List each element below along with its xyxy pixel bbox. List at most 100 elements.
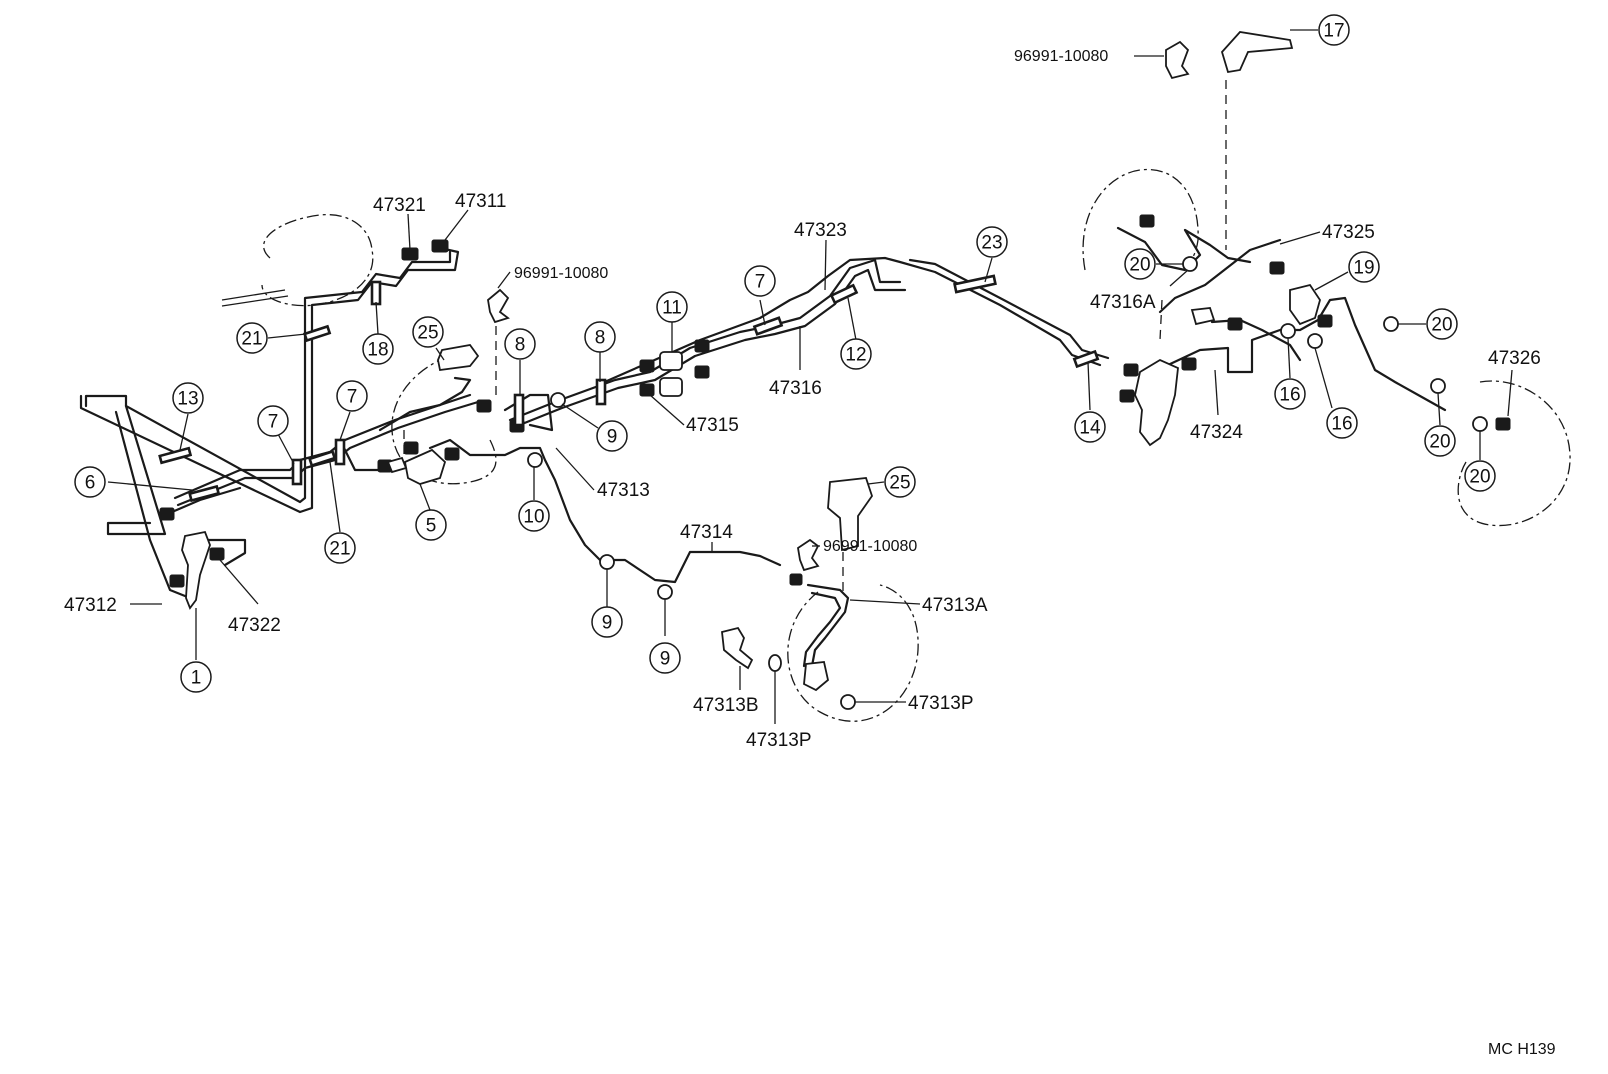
pipe-front-loop-a [79,246,460,514]
leader-20c [1437,392,1441,426]
leader-47313A [849,599,921,605]
svg-text:13: 13 [177,389,198,410]
leader-47326 [1507,369,1513,417]
svg-text:5: 5 [426,516,437,537]
leader-47323 [824,239,827,291]
grommet-9-lower [657,584,673,600]
clamp-14 [1072,349,1100,369]
leader-23 [984,257,993,283]
label-47312: 47312 [64,595,117,616]
label-47325: 47325 [1322,222,1375,243]
clip-lower [797,538,820,572]
fitting-nut [476,399,492,413]
callout-21b: 21 [324,532,356,564]
callout-9c: 9 [649,642,681,674]
part-number-labels: 47321 47311 96991-10080 47312 47322 4731… [64,48,1541,751]
grommet-20-mid [1430,378,1446,394]
grommet-16-left [1280,323,1296,339]
leader-25a [435,347,445,361]
label-47322: 47322 [228,615,281,636]
svg-text:16: 16 [1331,414,1352,435]
svg-text:21: 21 [329,539,350,560]
label-47313P-left: 47313P [746,730,812,751]
svg-text:7: 7 [755,272,766,293]
leader-47321 [407,213,411,251]
svg-text:18: 18 [367,340,388,361]
svg-text:25: 25 [889,473,910,494]
connector-block-upper [659,351,683,371]
svg-text:1: 1 [191,668,202,689]
label-47313: 47313 [597,480,650,501]
clamp-7a [291,458,303,486]
leader-clip-center [497,271,511,289]
callout-25b: 25 [884,466,916,498]
callout-9a: 9 [596,420,628,452]
grommet-9-mid [599,554,615,570]
svg-text:9: 9 [660,649,671,670]
leader-5 [419,483,431,511]
grommet-16-right [1307,333,1323,349]
clamp-12 [829,283,859,305]
proportioning-valve [1134,358,1179,447]
pipe-front-lower-a [106,404,167,536]
fitting-nut [1269,261,1285,275]
fitting-nut [1181,357,1197,371]
components [181,31,1321,710]
svg-text:11: 11 [662,298,682,319]
leader-7b [339,411,351,441]
front-left-wheel-outline [261,214,374,307]
pipe-front-loop-b [84,250,452,504]
callout-20d: 20 [1464,460,1496,492]
label-47315: 47315 [686,415,739,436]
callout-25a: 25 [412,316,444,348]
callout-20b: 20 [1426,308,1458,340]
label-47323: 47323 [794,220,847,241]
label-clip-top: 96991-10080 [1014,48,1108,65]
leader-lines [107,29,1513,724]
pipe-47322 [163,486,242,517]
pipe-47313 [428,438,782,584]
leader-47311 [444,209,469,241]
callout-13: 13 [172,382,204,414]
svg-text:8: 8 [595,328,606,349]
pipe-47313A-b [802,591,842,668]
pipe-47313A [806,583,850,668]
svg-text:9: 9 [602,613,613,634]
label-47324: 47324 [1190,422,1243,443]
svg-text:10: 10 [523,507,544,528]
leader-19 [1314,271,1349,291]
fitting-sleeve [386,456,408,474]
fitting-nut [444,447,460,461]
bracket-25-upper [437,344,480,372]
clamp-7c [752,316,784,336]
leader-6 [107,481,193,491]
callout-7b: 7 [336,380,368,412]
fitting-nut [1139,214,1155,228]
clamps [158,274,1100,503]
bolt-47313B [721,626,754,670]
callout-18: 18 [362,333,394,365]
svg-text:20: 20 [1431,315,1452,336]
fitting-nut [639,383,655,397]
guide-lines [403,80,1227,592]
fitting-nut [209,547,225,561]
leader-47316A [1169,269,1189,287]
fitting-nut [159,507,175,521]
leader-21a [267,333,307,339]
clamp-13 [158,446,193,465]
three-way-joint [403,448,447,485]
clamp-7b [334,438,346,466]
grommets [527,256,1488,600]
leader-14 [1087,361,1091,411]
svg-text:20: 20 [1129,255,1150,276]
leader-47322 [219,559,259,605]
callout-8b: 8 [584,321,616,353]
rear-right-wheel-outline [1457,380,1571,527]
callout-23: 23 [976,226,1008,258]
fitting-nut [1119,389,1135,403]
clamp-6 [188,484,221,503]
fitting-nut [431,239,449,253]
svg-text:7: 7 [347,387,358,408]
callout-6: 6 [74,466,106,498]
fitting-nut [1495,417,1511,431]
